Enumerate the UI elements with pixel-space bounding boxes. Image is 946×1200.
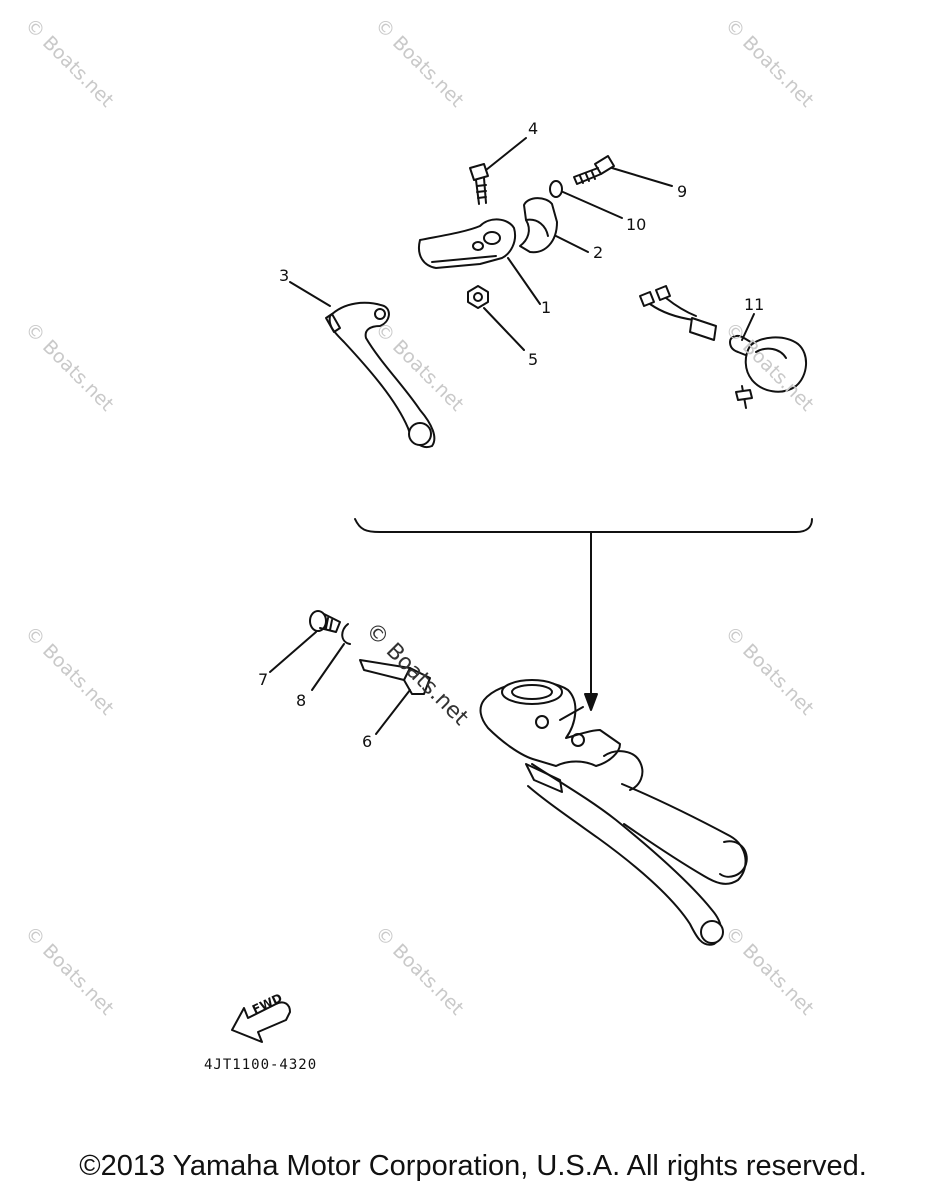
callout-7: 7 — [258, 670, 269, 689]
callout-2: 2 — [593, 243, 604, 262]
clip-8 — [341, 623, 351, 645]
callout-6: 6 — [362, 732, 373, 751]
callout-5: 5 — [528, 350, 539, 369]
leader-6 — [375, 689, 411, 735]
clamp-2 — [519, 197, 558, 254]
nut-5 — [467, 285, 489, 309]
leader-8 — [311, 643, 345, 691]
leader-5 — [483, 307, 525, 351]
screw-7 — [309, 610, 341, 633]
leader-7 — [269, 631, 317, 673]
lever-6 — [359, 659, 431, 695]
brake-lever-3 — [325, 301, 436, 448]
callout-3: 3 — [279, 266, 290, 285]
callout-1: 1 — [541, 298, 552, 317]
callout-10: 10 — [626, 215, 647, 234]
leader-11 — [741, 313, 755, 341]
part-code: 4JT1100-4320 — [204, 1057, 318, 1073]
assembled-lever-holder — [479, 679, 748, 946]
lever-holder-1 — [418, 218, 516, 269]
bolt-4 — [469, 163, 489, 205]
fwd-arrow — [231, 1001, 291, 1043]
callout-9: 9 — [677, 182, 688, 201]
bolt-9 — [573, 155, 615, 185]
leader-9 — [611, 167, 673, 187]
leader-2 — [555, 235, 589, 253]
assembly-bracket — [354, 518, 813, 533]
leader-10 — [562, 191, 623, 219]
washer-10 — [549, 180, 563, 198]
callout-11: 11 — [744, 295, 765, 314]
leader-1 — [507, 257, 541, 305]
copyright-notice: ©2013 Yamaha Motor Corporation, U.S.A. A… — [79, 1150, 867, 1182]
callout-8: 8 — [296, 691, 307, 710]
callout-4: 4 — [528, 119, 539, 138]
leader-4 — [485, 137, 527, 171]
leader-3 — [289, 281, 331, 307]
switch-11 — [639, 285, 807, 409]
